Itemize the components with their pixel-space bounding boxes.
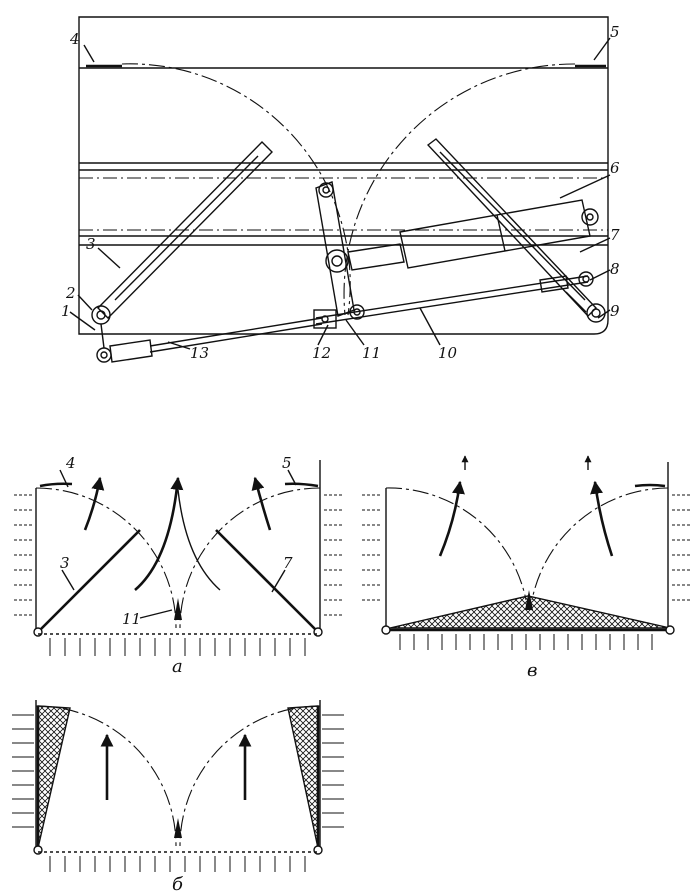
panel-a-label-5: 5 [282, 454, 292, 472]
panel-a-flap-7 [215, 529, 319, 633]
pivot-9 [586, 303, 606, 323]
label-8: 8 [610, 260, 620, 278]
rod-10 [315, 271, 594, 325]
label-10: 10 [438, 344, 458, 362]
leader-lines [69, 37, 611, 350]
panel-v: в [362, 455, 692, 681]
label-11: 11 [362, 344, 381, 362]
panel-a: 4 5 3 7 11 а [14, 454, 342, 677]
panel-a-flap-3 [37, 529, 141, 633]
left-swing-arc [121, 63, 351, 316]
label-12: 12 [312, 344, 331, 362]
panel-a-wedge-11 [174, 598, 182, 620]
panel-v-right-airflow [672, 494, 692, 601]
label-1: 1 [61, 302, 71, 320]
label-3: 3 [86, 235, 96, 253]
lever-11 [315, 181, 365, 320]
panel-a-flap-5 [284, 482, 319, 488]
panel-v-hatched-zone [389, 595, 671, 629]
housing-outline [78, 16, 609, 335]
panel-a-bottom-airflow [49, 638, 306, 656]
panel-v-caption: в [527, 660, 537, 681]
panel-a-label-11: 11 [122, 610, 141, 628]
cylinder-6 [347, 199, 599, 271]
panel-b-caption: б [172, 874, 184, 895]
rod-13 [96, 309, 337, 363]
label-9: 9 [610, 302, 620, 320]
panel-v-bottom-airflow [399, 634, 653, 650]
label-7: 7 [610, 226, 620, 244]
panel-a-left-airflow [14, 494, 32, 616]
mechanism-drawing: 1 2 3 4 5 6 7 8 9 10 11 12 13 [61, 16, 620, 363]
pivot-2 [91, 305, 111, 325]
label-4: 4 [69, 30, 80, 48]
right-swing-arc [343, 63, 576, 316]
panel-a-left-arc [35, 487, 177, 629]
right-flap-7 [426, 138, 597, 318]
panel-v-left-airflow [362, 494, 382, 601]
panel-a-caption: а [172, 656, 183, 677]
panel-b: б [12, 700, 344, 895]
panel-a-label-4: 4 [65, 454, 76, 472]
label-5: 5 [610, 23, 620, 41]
panel-a-label-7: 7 [283, 554, 293, 572]
panel-b-right-airflow [322, 714, 344, 828]
panel-a-flap-4 [39, 482, 73, 488]
panel-a-right-arc [179, 487, 321, 629]
label-6: 6 [610, 159, 620, 177]
panel-b-bottom-airflow [49, 856, 306, 872]
panel-b-left-airflow [12, 714, 34, 828]
label-2: 2 [65, 284, 76, 302]
panel-b-left-hatched [37, 705, 71, 849]
left-flap-3 [97, 141, 273, 319]
panel-a-right-airflow [324, 494, 342, 616]
panel-a-label-3: 3 [60, 554, 70, 572]
panel-b-right-hatched [287, 705, 319, 849]
label-13: 13 [190, 344, 209, 362]
